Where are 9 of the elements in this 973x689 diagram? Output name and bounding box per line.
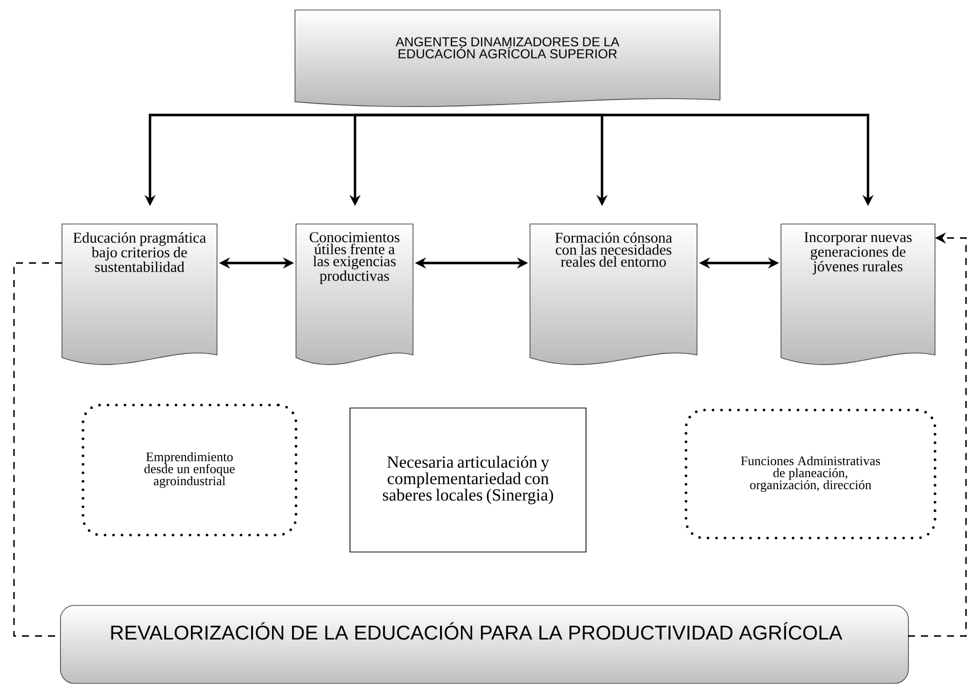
document-box: Formación cónsona con las necesidades reales del entorno [530,224,698,365]
document-box: Educación pragmática bajo criterios de sustentabilidad [62,224,218,365]
rounded-box: REVALORIZACIÓN DE LA EDUCACIÓN PARA LA PRODUCTIVIDAD AGRÍCOLA [60,605,909,684]
document-box: ANGENTES DINAMIZADORES DE LA EDUCACIÓN AGRÍCOLA SUPERIOR [294,10,720,107]
text-box: Necesaria articulación y complementariedad con saberes locales (Sinergia) [350,408,586,552]
dotted-rounded-box: Emprendimiento desde un enfoque agroindustrial [82,404,298,536]
dotted-rounded-box: Funciones Administrativas de planeación, organización, dirección [684,408,936,540]
document-box: Conocimientos útiles frente a las exigencias productivas [296,224,414,365]
document-box: Incorporar nuevas generaciones de jóvenes rurales [780,224,936,365]
